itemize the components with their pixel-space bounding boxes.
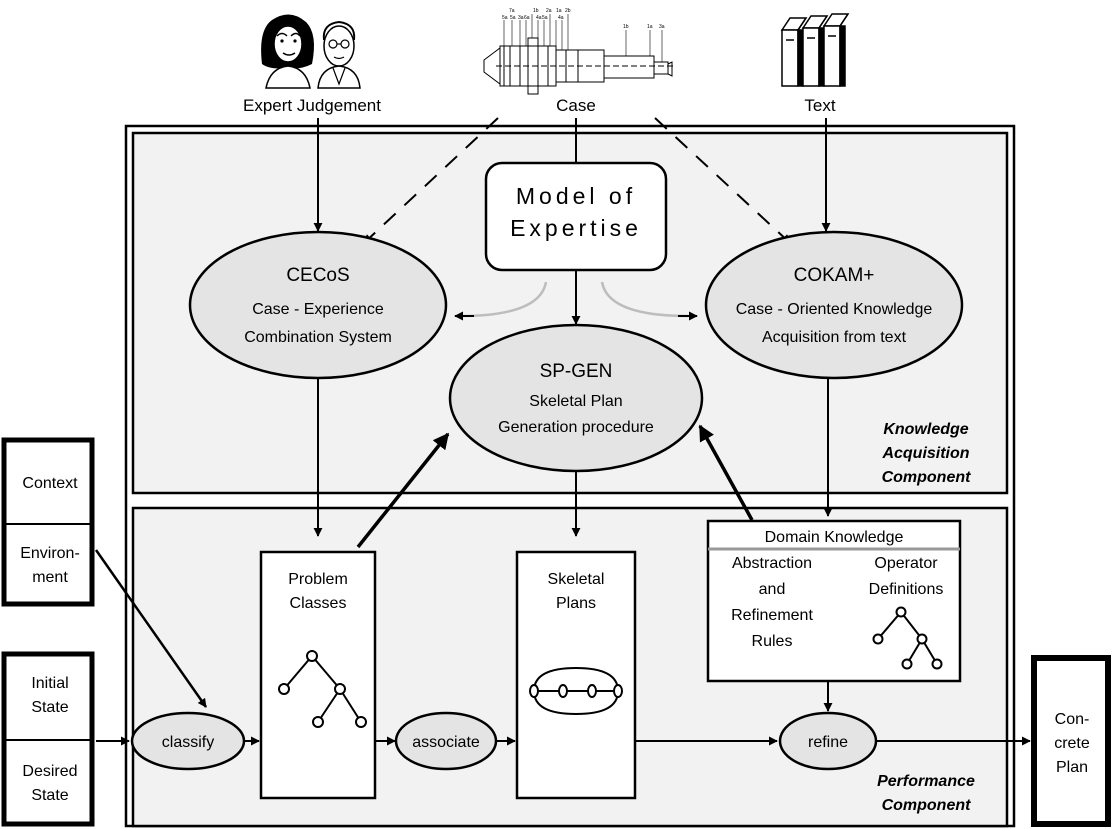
- case-to-cecos-dashed-arrow: [363, 117, 499, 244]
- problem-tree-icon: [278, 650, 367, 728]
- spgen-line1: Skeletal Plan: [529, 393, 622, 410]
- cokam-line1: Case - Oriented Knowledge: [736, 301, 933, 318]
- operator-tree-icon: [872, 606, 943, 670]
- expert-woman-icon: [261, 14, 314, 89]
- cecos-line1: Case - Experience: [252, 301, 384, 318]
- concrete-plan-line1: Con-: [1055, 711, 1090, 728]
- drawing-label: 4a: [558, 15, 564, 21]
- drawing-label: 1a: [556, 8, 562, 14]
- drawing-label: 1a: [647, 24, 653, 30]
- operator-line1: Operator: [874, 555, 938, 572]
- drawing-label: 4a: [536, 15, 542, 21]
- concrete-plan-line2: crete: [1054, 735, 1090, 752]
- associate-label: associate: [412, 734, 480, 751]
- performance-line2: Component: [882, 797, 972, 814]
- problem-classes-line1: Problem: [288, 571, 348, 588]
- operator-line2: Definitions: [869, 581, 944, 598]
- cecos-line2: Combination System: [244, 329, 392, 346]
- desired-state-line2: State: [31, 787, 68, 804]
- abstraction-line4: Rules: [752, 633, 793, 650]
- environment-to-classify-arrow: [94, 549, 208, 708]
- environment-label-line1: Environ-: [20, 545, 80, 562]
- abstraction-line1: Abstraction: [732, 555, 812, 572]
- case-label: Case: [556, 96, 596, 115]
- concrete-plan-line3: Plan: [1056, 759, 1088, 776]
- cokam-title: COKAM+: [794, 265, 875, 286]
- context-environment-box: [1, 437, 95, 607]
- model-of-expertise-line1: Model of: [516, 183, 636, 209]
- spgen-title: SP-GEN: [540, 361, 613, 382]
- model-of-expertise-line2: Expertise: [510, 215, 642, 241]
- ka-component-line3: Component: [882, 469, 972, 486]
- domain-knowledge-title: Domain Knowledge: [765, 529, 904, 546]
- initial-state-line1: Initial: [31, 675, 68, 692]
- skeletal-plans-line2: Plans: [556, 595, 596, 612]
- skeletal-plans-line1: Skeletal: [548, 571, 605, 588]
- model-to-cecos-curve: [459, 281, 548, 318]
- text-label: Text: [804, 96, 835, 115]
- domain-to-spgen-arrow: [698, 424, 754, 521]
- refine-label: refine: [808, 734, 848, 751]
- problem-classes-box: [259, 550, 377, 800]
- drawing-label: 3a: [659, 24, 665, 30]
- drawing-label: 1b: [533, 8, 539, 14]
- abstraction-line2: and: [759, 581, 786, 598]
- drawing-label: 2a: [546, 8, 552, 14]
- cokam-ellipse: [704, 230, 964, 380]
- drawing-label: 5a: [510, 15, 516, 21]
- drawing-label: 5a: [502, 15, 508, 21]
- case-drawing-icon: [483, 14, 676, 95]
- drawing-label: 6a: [524, 15, 530, 21]
- drawing-label: 2b: [565, 8, 571, 14]
- books-icon: [780, 13, 850, 87]
- drawing-label: 5a: [542, 15, 548, 21]
- expert-man-icon: [317, 20, 361, 89]
- environment-label-line2: ment: [32, 569, 68, 586]
- case-drawing-labels: 7a 5a 5a 3a 6a 1b 4a 2a 5a 1a 4a 2b 1b 1…: [502, 8, 665, 30]
- plan-cycle-icon: [529, 666, 623, 716]
- initial-state-line2: State: [31, 699, 68, 716]
- skeletal-plans-box: [515, 550, 637, 800]
- cokam-line2: Acquisition from text: [762, 329, 907, 346]
- performance-line1: Performance: [877, 773, 975, 790]
- spgen-line2: Generation procedure: [498, 419, 654, 436]
- abstraction-line3: Refinement: [731, 607, 813, 624]
- classify-label: classify: [162, 734, 214, 751]
- ka-component-line1: Knowledge: [883, 421, 968, 438]
- drawing-label: 1b: [623, 24, 629, 30]
- context-label: Context: [22, 475, 78, 492]
- problem-classes-line2: Classes: [290, 595, 347, 612]
- desired-state-line1: Desired: [22, 763, 77, 780]
- drawing-label: 7a: [509, 8, 515, 14]
- model-to-cokam-curve: [600, 281, 689, 318]
- ka-component-line2: Acquisition: [881, 445, 969, 462]
- drawing-label: 3a: [518, 15, 524, 21]
- problem-classes-to-spgen-arrow: [356, 432, 450, 549]
- case-to-cokam-dashed-arrow: [654, 117, 791, 244]
- cecos-title: CECoS: [286, 265, 349, 286]
- expert-judgement-label: Expert Judgement: [243, 96, 381, 115]
- concrete-plan-box: [1031, 655, 1111, 827]
